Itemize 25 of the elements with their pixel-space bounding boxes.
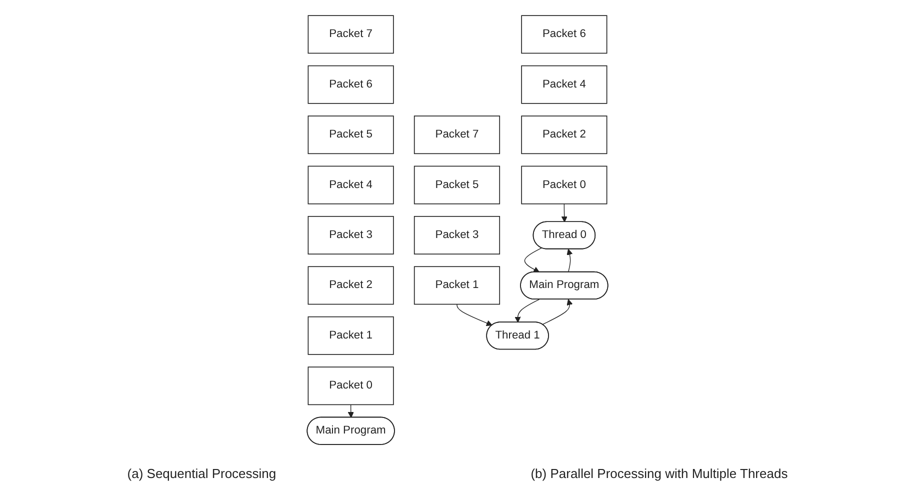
node-box: Packet 1 xyxy=(308,316,394,355)
node-box: Packet 0 xyxy=(308,366,394,406)
node-box: Packet 4 xyxy=(521,65,608,104)
node-box: Packet 4 xyxy=(308,166,394,204)
arrow xyxy=(561,204,568,222)
caption: (b) Parallel Processing with Multiple Threads xyxy=(530,466,788,481)
node-box: Packet 7 xyxy=(414,116,500,154)
arrow xyxy=(514,299,540,323)
arrow xyxy=(348,404,354,418)
node-box: Packet 7 xyxy=(308,15,394,54)
node-box: Packet 3 xyxy=(414,216,500,254)
node-box: Packet 0 xyxy=(521,166,608,204)
node-box: Packet 2 xyxy=(521,116,608,154)
caption: (a) Sequential Processing xyxy=(127,466,276,481)
node-box: Packet 2 xyxy=(308,266,394,305)
arrow xyxy=(566,248,573,273)
node-box: Packet 5 xyxy=(414,166,500,204)
arrow xyxy=(524,248,542,272)
arrow xyxy=(456,304,492,326)
arrow xyxy=(542,299,573,325)
node-box: Packet 1 xyxy=(414,266,500,305)
node-box: Packet 5 xyxy=(308,116,394,154)
node-box: Packet 6 xyxy=(521,15,608,54)
node-box: Packet 6 xyxy=(308,65,394,104)
node-box: Packet 3 xyxy=(308,216,394,254)
